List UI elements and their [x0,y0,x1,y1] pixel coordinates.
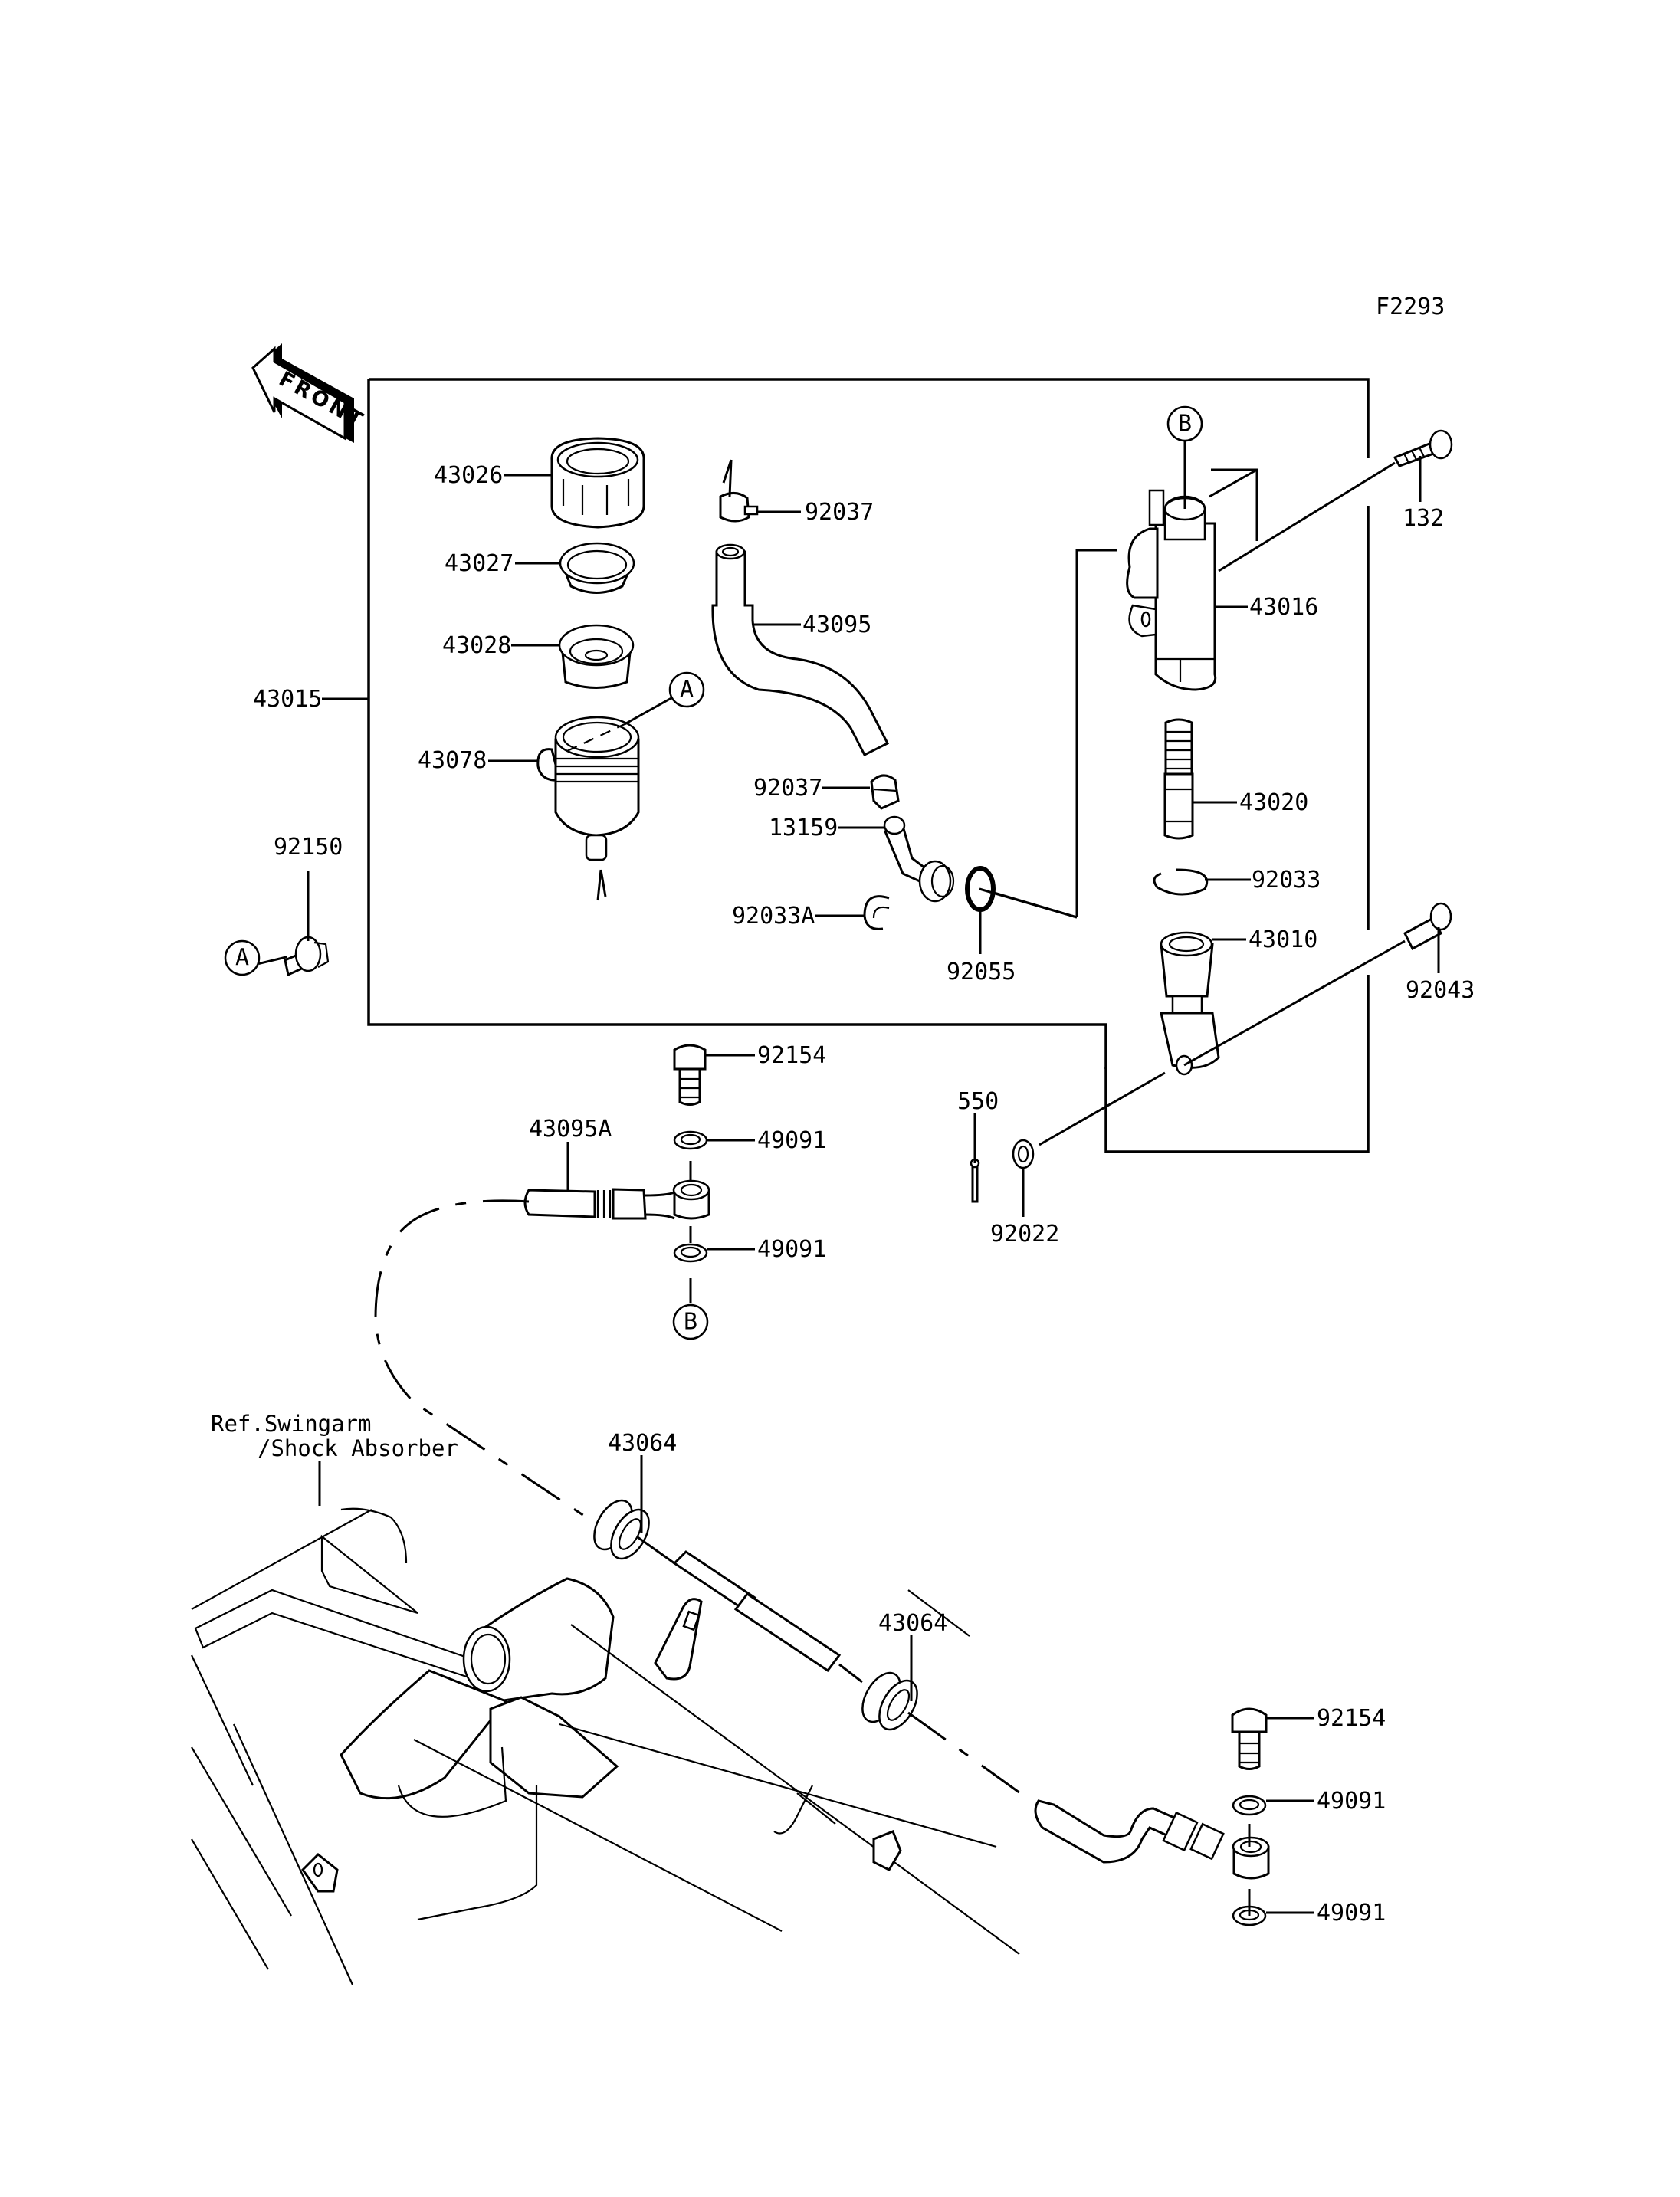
part-43026-reservoir-cap[interactable] [550,437,645,529]
label-92154-upper[interactable]: 92154 [757,1042,826,1069]
svg-text:B: B [1178,411,1192,438]
label-49091-lower-1[interactable]: 49091 [1317,1788,1386,1815]
reference-note: Ref.Swingarm /Shock Absorber [211,1411,458,1461]
label-132[interactable]: 132 [1403,505,1444,532]
front-arrow-icon: FRONT [251,343,369,443]
label-43020[interactable]: 43020 [1239,789,1308,816]
label-92033A[interactable]: 92033A [732,903,815,930]
label-43010[interactable]: 43010 [1249,926,1317,953]
brake-hose-middle-section [672,1550,863,1684]
label-92055[interactable]: 92055 [947,959,1016,985]
part-49091-upper-washer-2[interactable] [673,1243,708,1263]
part-43095-reservoir-hose[interactable] [711,543,890,757]
label-49091-upper-1[interactable]: 49091 [757,1127,826,1154]
figure-id: F2293 [1376,293,1445,320]
part-92043-pin[interactable] [1183,902,1452,1067]
svg-text:A: A [680,677,694,703]
part-13159-hose-fitting[interactable] [883,815,955,903]
part-92033-circlip[interactable] [1153,868,1209,896]
part-49091-lower-washer-1[interactable] [1232,1795,1267,1847]
label-92037-lower[interactable]: 92037 [753,775,822,802]
label-43095A[interactable]: 43095A [529,1116,612,1143]
label-43027[interactable]: 43027 [445,550,514,577]
part-49091-lower-washer-2[interactable] [1232,1889,1267,1926]
part-92037-lower-clamp[interactable] [870,774,900,810]
leader-lines [258,435,1440,1914]
part-49091-upper-washer-1[interactable] [673,1130,708,1150]
callout-b-upper: B [1166,405,1203,442]
callout-a-lower: A [224,939,261,976]
svg-text:A: A [235,945,249,972]
swingarm-reference-drawing [191,1507,1020,1985]
label-43064-1[interactable]: 43064 [608,1430,677,1457]
part-92033A-circlip[interactable] [863,895,890,930]
label-49091-upper-2[interactable]: 49091 [757,1236,826,1263]
part-92154-upper-banjo-bolt[interactable] [673,1044,707,1106]
callout-b-lower: B [672,1303,709,1340]
label-550[interactable]: 550 [957,1088,999,1115]
part-43027-diaphragm-plate[interactable] [559,542,635,594]
label-92154-lower[interactable]: 92154 [1317,1705,1386,1732]
part-92037-upper-clamp[interactable] [719,459,759,523]
reference-note-line2: /Shock Absorber [258,1435,458,1461]
part-labels: 43026 43027 43028 43078 43015 92150 9203… [253,462,1475,1926]
part-92150-bolt[interactable] [284,936,330,977]
part-92022-washer[interactable] [1012,1071,1166,1169]
part-43078-reservoir-tank[interactable] [536,716,640,901]
reference-note-line1: Ref.Swingarm [211,1411,372,1437]
part-132-bolt[interactable] [1218,429,1453,572]
part-43028-diaphragm[interactable] [558,624,635,689]
part-43064-grommet-2[interactable] [855,1667,1032,1802]
label-49091-lower-2[interactable]: 49091 [1317,1900,1386,1926]
label-92022[interactable]: 92022 [990,1221,1059,1248]
label-43015[interactable]: 43015 [253,686,322,713]
part-43010-push-rod[interactable] [1160,931,1220,1076]
brake-hose-lower-end [1034,1799,1270,1880]
svg-text:B: B [684,1309,697,1336]
label-13159[interactable]: 13159 [769,815,838,841]
part-550-cotter-pin[interactable] [970,1158,980,1203]
part-43064-grommet-1[interactable] [586,1494,675,1566]
part-43016-cylinder-body[interactable] [1126,489,1217,691]
label-92033[interactable]: 92033 [1252,867,1321,894]
label-43078[interactable]: 43078 [418,747,487,774]
label-43095[interactable]: 43095 [802,612,871,638]
label-92037-upper[interactable]: 92037 [805,499,874,526]
part-43020-piston-set[interactable] [1163,718,1194,840]
label-43064-2[interactable]: 43064 [878,1610,947,1637]
label-43016[interactable]: 43016 [1249,594,1318,621]
label-92150[interactable]: 92150 [274,834,343,861]
assembly-bracket-43015 [322,378,1370,1153]
part-92154-lower-banjo-bolt[interactable] [1231,1707,1268,1770]
callout-a-upper: A [668,671,705,708]
part-43095A-brake-hose[interactable] [374,1161,710,1526]
label-43028[interactable]: 43028 [442,632,511,659]
label-43026[interactable]: 43026 [434,462,503,489]
label-92043[interactable]: 92043 [1406,977,1475,1004]
